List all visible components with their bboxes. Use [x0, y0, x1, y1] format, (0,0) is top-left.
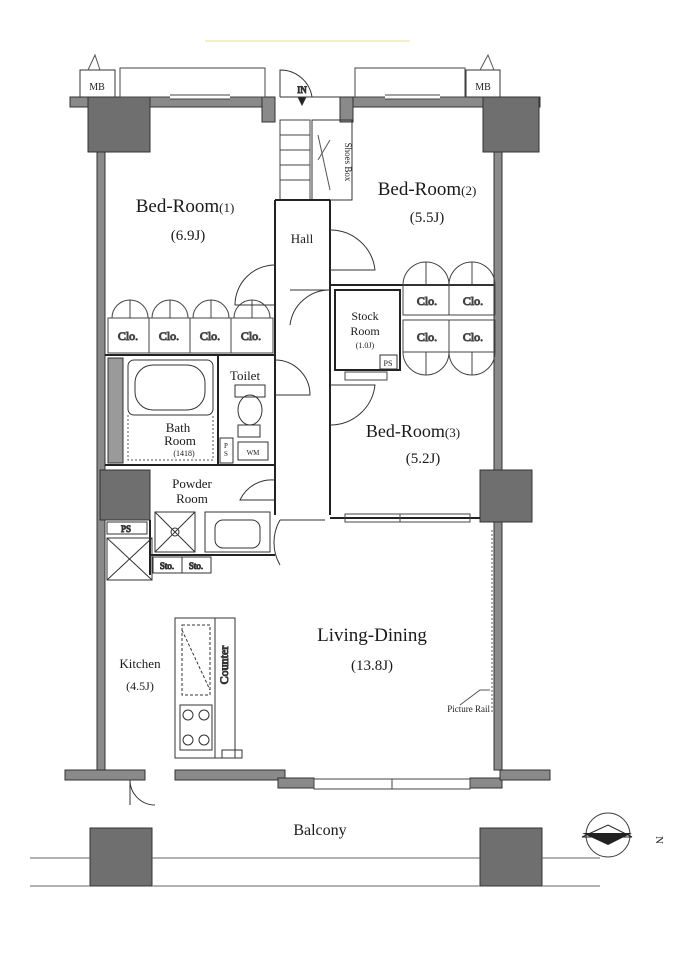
closet-label: Clo. [241, 329, 261, 343]
bath-room-label-1: Bath [166, 420, 191, 435]
stock-room-label-2: Room [350, 324, 380, 338]
powder-room-label-2: Room [176, 491, 208, 506]
structural-columns [87, 96, 543, 887]
closet-label: Clo. [417, 330, 437, 344]
ps-box-stock [379, 354, 398, 370]
bedroom3-door[interactable] [329, 384, 376, 426]
compass-icon: N [581, 812, 665, 858]
closet-label: Clo. [463, 294, 483, 308]
kitchen-label: Kitchen [119, 656, 161, 671]
stock-room-label-1: Stock [351, 309, 378, 323]
bedroom1-closets: Clo. Clo. Clo. Clo. [107, 299, 274, 354]
closet-label: Clo. [417, 294, 437, 308]
bath-room-label-2: Room [164, 433, 196, 448]
ps-label-kitchen: PS [121, 524, 131, 534]
stock-room-door[interactable] [289, 289, 331, 326]
powder-room-label-1: Powder [172, 476, 212, 491]
balcony [30, 857, 600, 887]
toilet-door[interactable] [274, 359, 311, 396]
toilet-label: Toilet [230, 368, 261, 383]
compass-north-label: N [653, 836, 665, 844]
bedroom2-closets: Clo. Clo. [402, 261, 496, 316]
kitchen-balcony-door[interactable] [129, 779, 156, 806]
stock-shelf [344, 371, 388, 381]
toilet [234, 384, 266, 438]
bedroom2-size: (5.5J) [410, 210, 445, 226]
powder-room-fixtures [154, 511, 271, 553]
living-door[interactable] [273, 519, 325, 566]
storage-label: Sto. [160, 561, 174, 571]
ps-box-bath [219, 437, 234, 464]
counter-label: Counter [217, 646, 231, 685]
picture-rail-label: Picture Rail [447, 704, 490, 714]
shoes-box: Shoes Box [311, 119, 353, 201]
picture-rail-pointer [459, 689, 490, 706]
kitchen-storage: PS Sto. Sto. [106, 521, 212, 581]
closet-label: Clo. [159, 329, 179, 343]
mb-label-right: MB [475, 82, 491, 93]
mb-label-left: MB [89, 82, 105, 93]
mb-box-left: MB [79, 53, 116, 98]
entrance-arrow-icon [297, 96, 307, 107]
ps-label-stock: PS [384, 359, 393, 368]
wm-label: WM [247, 449, 261, 457]
living-dining-label: Living-Dining [317, 625, 427, 646]
living-dining-size: (13.8J) [351, 658, 393, 674]
bedroom3-label: Bed-Room(3) [366, 421, 460, 441]
bedroom1-size: (6.9J) [171, 228, 206, 244]
bedroom3-sliding-door[interactable] [344, 513, 471, 523]
closet-label: Clo. [200, 329, 220, 343]
storage-label: Sto. [189, 561, 203, 571]
bedroom1-door[interactable] [234, 264, 276, 306]
bedroom3-size: (5.2J) [406, 451, 441, 467]
bedroom3-closets: Clo. Clo. [402, 319, 496, 376]
shoes-box-label: Shoes Box [343, 143, 353, 182]
genkan-steps [279, 119, 311, 201]
bedroom2-label: Bed-Room(2) [378, 179, 477, 200]
mb-box-right: MB [465, 53, 501, 98]
stock-room-size: (1.0J) [356, 341, 375, 350]
wm-box [237, 441, 269, 461]
powder-room-door[interactable] [239, 479, 276, 501]
balcony-label: Balcony [293, 822, 346, 839]
bedroom2-door[interactable] [329, 229, 376, 271]
bedroom1-label: Bed-Room(1) [136, 196, 235, 217]
balcony-window[interactable] [313, 778, 471, 790]
bathtub [107, 357, 214, 464]
bath-room-size: (1418) [173, 449, 195, 458]
closet-label: Clo. [118, 329, 138, 343]
closet-label: Clo. [463, 330, 483, 344]
entrance-label: IN [297, 85, 307, 95]
kitchen-counter: Counter [174, 617, 243, 759]
exterior-walls [64, 96, 551, 789]
interior-walls [105, 199, 494, 575]
top-windows [119, 67, 466, 100]
kitchen-size: (4.5J) [126, 679, 154, 693]
hall-label: Hall [291, 231, 314, 246]
entrance-door[interactable]: IN [279, 69, 340, 107]
